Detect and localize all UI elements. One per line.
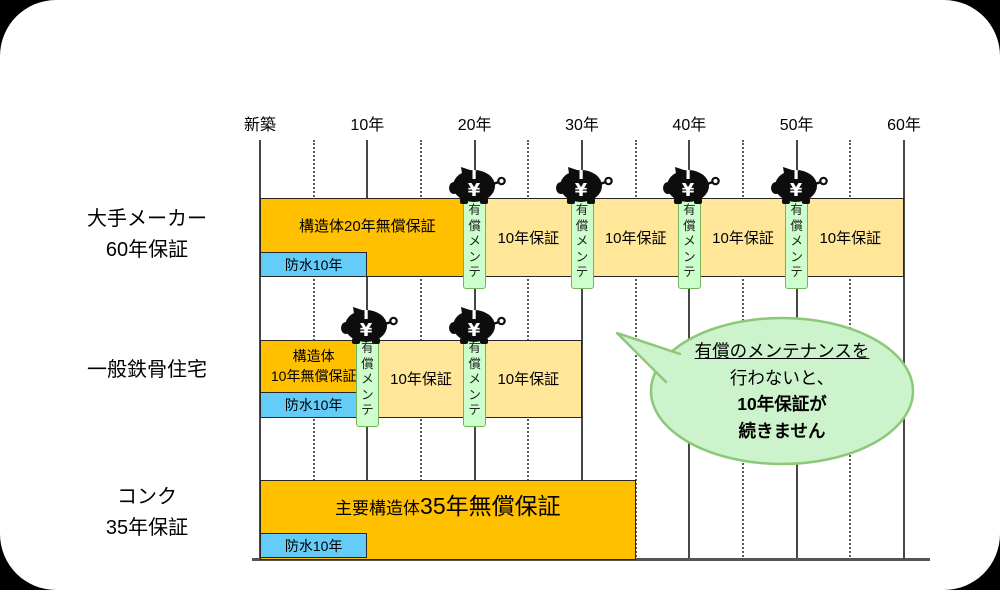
- warranty-bar-major-maker: 10年保証: [689, 198, 797, 277]
- paid-maintenance-marker: 有償メンテ: [570, 199, 594, 289]
- paid-maintenance-marker: 有償メンテ: [463, 337, 487, 427]
- piggy-bank-yen-icon: ¥: [660, 161, 722, 210]
- callout-line: 10年保証が: [737, 394, 827, 414]
- warranty-bar-label: 10年保証: [604, 229, 667, 247]
- paid-maintenance-marker-char: ン: [575, 249, 589, 264]
- paid-maintenance-marker-char: 有: [790, 203, 803, 217]
- paid-maintenance-marker-char: 償: [468, 218, 481, 233]
- piggy-bank-yen-icon: ¥: [553, 161, 615, 210]
- warranty-bar-label-line: 構造体: [292, 348, 335, 364]
- warranty-bar-label: 10年保証: [390, 371, 452, 388]
- svg-text:¥: ¥: [575, 180, 588, 201]
- paid-maintenance-marker-char: テ: [468, 265, 481, 279]
- svg-text:¥: ¥: [467, 320, 480, 341]
- axis-tick-label: 30年: [565, 117, 599, 134]
- row-label-line: 一般鉄骨住宅: [87, 359, 207, 381]
- callout-line: 有償のメンテナンスを: [694, 341, 870, 361]
- paid-maintenance-marker-char: ン: [790, 249, 803, 264]
- warranty-bar-major-maker: 10年保証: [796, 198, 904, 277]
- paid-maintenance-marker-char: メ: [468, 234, 481, 248]
- callout-text: 有償のメンテナンスを行わないと、 10年保証が続きません: [657, 338, 907, 444]
- paid-maintenance-marker-char: 有: [468, 203, 481, 217]
- paid-maintenance-marker-char: 償: [683, 218, 696, 233]
- warranty-bar-label: 10年保証: [712, 229, 774, 247]
- piggy-bank-yen-icon: ¥: [446, 161, 508, 210]
- row-label-major-maker: 大手メーカー 60年保証: [48, 204, 246, 266]
- paid-maintenance-marker-char: メ: [683, 234, 696, 248]
- piggy-bank-yen-icon: ¥: [338, 301, 400, 350]
- paid-maintenance-marker-char: 償: [468, 356, 481, 371]
- paid-maintenance-marker-char: 有: [575, 203, 589, 217]
- grid-line-solid: [903, 140, 905, 560]
- warranty-bar-label: 主要構造体35年無償保証: [261, 481, 635, 532]
- warranty-bar-steel-house: 10年保証: [367, 340, 475, 418]
- paid-maintenance-marker: 有償メンテ: [463, 199, 487, 289]
- warranty-bar-label: 10年保証: [497, 229, 560, 247]
- paid-maintenance-marker-char: テ: [683, 265, 696, 279]
- waterproof-bar-major-maker: 防水10年: [260, 252, 368, 277]
- axis-tick-label: 10年: [350, 117, 385, 134]
- piggy-bank-yen-icon: ¥: [768, 161, 830, 210]
- paid-maintenance-marker: 有償メンテ: [677, 199, 701, 289]
- callout-bubble: [598, 310, 943, 477]
- paid-maintenance-marker-char: メ: [361, 372, 374, 386]
- paid-maintenance-marker-char: ン: [683, 249, 696, 264]
- grid-line-solid: [581, 140, 583, 560]
- svg-text:¥: ¥: [360, 320, 373, 341]
- paid-maintenance-marker-char: 有: [683, 203, 696, 217]
- paid-maintenance-marker-char: 償: [361, 356, 374, 371]
- callout-line: 続きません: [738, 420, 826, 441]
- svg-text:¥: ¥: [789, 180, 802, 201]
- axis-tick-label: 20年: [457, 117, 492, 134]
- piggy-bank-yen-icon: ¥: [446, 301, 508, 350]
- paid-maintenance-marker-char: メ: [468, 372, 481, 386]
- paid-maintenance-marker-char: テ: [468, 403, 481, 417]
- warranty-bar-steel-house: 10年保証: [474, 340, 582, 418]
- warranty-bar-label: 10年保証: [497, 371, 560, 388]
- paid-maintenance-marker-char: 償: [575, 218, 589, 233]
- callout-line: 行わないと、: [729, 367, 835, 388]
- row-label-line: 35年保証: [105, 517, 189, 539]
- axis-tick-label: 40年: [672, 117, 707, 134]
- paid-maintenance-marker-char: ン: [468, 249, 481, 264]
- paid-maintenance-marker-char: ン: [361, 387, 374, 402]
- warranty-bar-major-maker: 10年保証: [582, 198, 690, 277]
- warranty-bar-label: 構造体 10年無償保証: [261, 341, 366, 391]
- paid-maintenance-marker: 有償メンテ: [785, 199, 809, 289]
- paid-maintenance-marker-char: 有: [361, 341, 374, 355]
- paid-maintenance-marker-char: 償: [790, 218, 803, 233]
- paid-maintenance-marker: 有償メンテ: [355, 337, 379, 427]
- paid-maintenance-marker-char: テ: [790, 265, 803, 279]
- paid-maintenance-marker-char: 有: [468, 341, 481, 355]
- warranty-bar-label-main: 35年無償保証: [420, 493, 561, 519]
- warranty-bar-major-maker: 10年保証: [474, 198, 582, 277]
- svg-text:¥: ¥: [682, 180, 695, 201]
- row-label-concrete: コンク 35年保証: [48, 482, 246, 544]
- axis-tick-label: 新築: [243, 117, 276, 134]
- waterproof-bar-steel-house: 防水10年: [260, 392, 368, 418]
- row-label-line: 60年保証: [105, 239, 189, 261]
- paid-maintenance-marker-char: テ: [575, 265, 589, 279]
- row-label-line: 大手メーカー: [87, 208, 207, 230]
- warranty-bar-label-prefix: 主要構造体: [335, 499, 421, 518]
- warranty-bar-label: 構造体20年無償保証: [298, 217, 436, 235]
- paid-maintenance-marker-char: ン: [468, 387, 481, 402]
- row-label-steel-house: 一般鉄骨住宅: [48, 355, 246, 386]
- paid-maintenance-marker-char: メ: [575, 234, 589, 248]
- row-label-line: コンク: [117, 486, 177, 508]
- paid-maintenance-marker-char: テ: [361, 403, 374, 417]
- warranty-bar-label: 10年保証: [819, 229, 882, 247]
- svg-text:¥: ¥: [467, 180, 480, 201]
- warranty-bar-label-line: 10年無償保証: [270, 368, 357, 384]
- waterproof-bar-concrete: 防水10年: [260, 533, 368, 558]
- paid-maintenance-marker-char: メ: [790, 234, 803, 248]
- axis-tick-label: 50年: [779, 117, 814, 134]
- axis-tick-label: 60年: [887, 117, 921, 134]
